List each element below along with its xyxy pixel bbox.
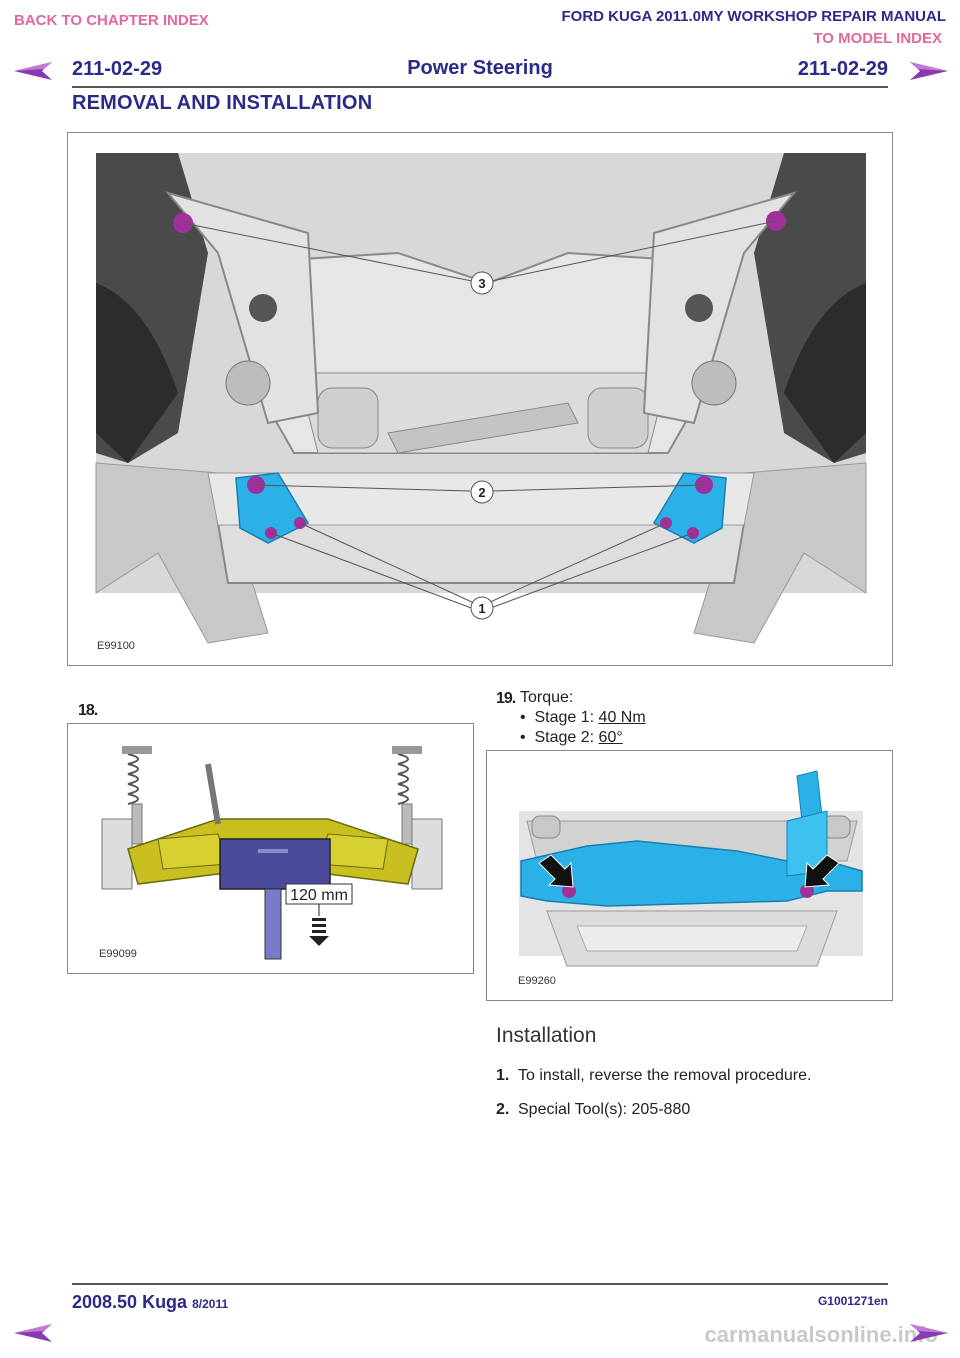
- bolt-arrow-icon: [804, 854, 840, 888]
- subframe-illustration: 3 2 1: [95, 153, 867, 644]
- step-19-number: 19.: [496, 690, 516, 707]
- prev-page-arrow-icon[interactable]: [14, 60, 52, 82]
- step-18-number: 18.: [78, 702, 98, 719]
- subframe-figure: 3 2 1 E99100: [67, 132, 893, 666]
- footer-code: G1001271en: [817, 1294, 888, 1308]
- page-code-right: 211-02-29: [797, 58, 888, 80]
- step-number: 1.: [496, 1067, 510, 1084]
- footer-model: 2008.50 Kuga 8/2011: [72, 1292, 228, 1313]
- steering-gear-illustration: [519, 770, 863, 967]
- callout-1: 1: [478, 601, 485, 616]
- page-code-left: 211-02-29: [72, 58, 163, 80]
- installation-heading: Installation: [496, 1024, 597, 1047]
- figure-id: E99100: [97, 640, 135, 652]
- callout-3: 3: [478, 276, 485, 291]
- stage-1-value: 40 Nm: [598, 709, 646, 726]
- footer-divider: [72, 1283, 888, 1285]
- header-divider: [72, 86, 888, 88]
- jack-support-illustration: 120 mm: [101, 746, 443, 960]
- next-page-arrow-icon[interactable]: [910, 1322, 948, 1344]
- step-18-figure: 120 mm E99099: [67, 723, 474, 974]
- torque-stage-2: • Stage 2: 60°: [520, 729, 623, 746]
- callout-2: 2: [478, 485, 485, 500]
- step-19-figure: E99260: [486, 750, 893, 1001]
- to-model-index-link[interactable]: TO MODEL INDEX: [813, 30, 942, 47]
- prev-page-arrow-icon[interactable]: [14, 1322, 52, 1344]
- lower-distance-label: 120 mm: [290, 887, 348, 904]
- watermark: carmanualsonline.info: [704, 1322, 939, 1347]
- step-text: Special Tool(s): 205-880: [518, 1101, 691, 1118]
- next-page-arrow-icon[interactable]: [910, 60, 948, 82]
- page-title: Power Steering: [407, 57, 553, 79]
- step-number: 2.: [496, 1101, 510, 1118]
- figure-id: E99260: [518, 975, 556, 987]
- footer-date: 8/2011: [192, 1297, 229, 1311]
- down-arrow-icon: [309, 936, 329, 946]
- bolt-arrow-icon: [538, 854, 574, 888]
- installation-step-2: 2. Special Tool(s): 205-880: [496, 1101, 690, 1119]
- back-to-chapter-index-link[interactable]: BACK TO CHAPTER INDEX: [14, 12, 209, 29]
- stage-2-value: 60°: [598, 729, 623, 746]
- step-19-text: Torque:: [520, 689, 574, 706]
- step-text: To install, reverse the removal procedur…: [518, 1067, 812, 1084]
- manual-title: FORD KUGA 2011.0MY WORKSHOP REPAIR MANUA…: [561, 8, 947, 25]
- stage-2-label: Stage 2:: [534, 729, 599, 746]
- installation-step-1: 1. To install, reverse the removal proced…: [496, 1067, 811, 1085]
- section-title: REMOVAL AND INSTALLATION: [72, 92, 373, 114]
- figure-id: E99099: [99, 948, 137, 960]
- stage-1-label: Stage 1:: [534, 709, 599, 726]
- footer-model-name: 2008.50 Kuga: [72, 1292, 188, 1312]
- torque-stage-1: • Stage 1: 40 Nm: [520, 709, 646, 726]
